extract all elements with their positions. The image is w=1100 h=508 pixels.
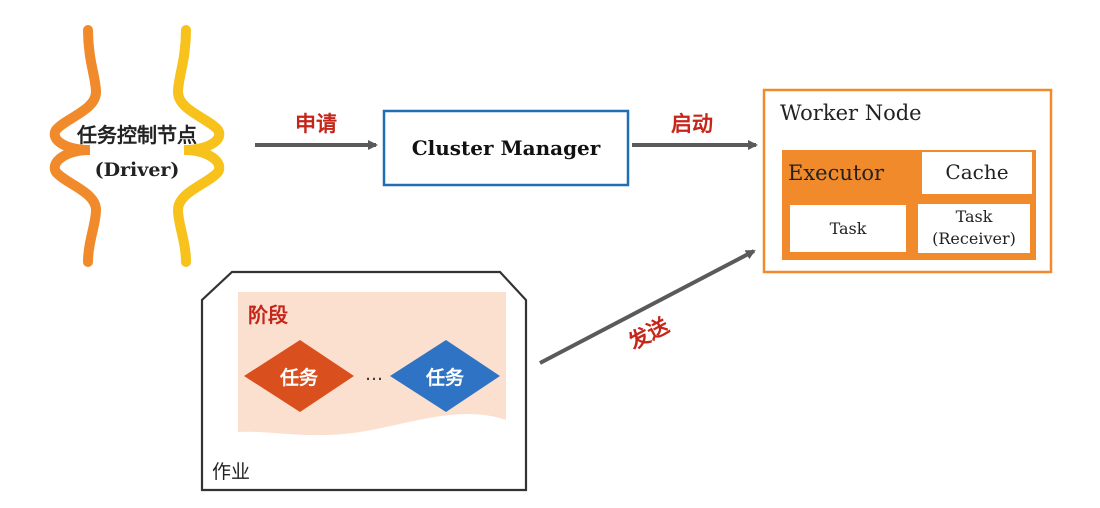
cluster-manager-node: Cluster Manager: [382, 109, 630, 187]
launch-arrow: 启动: [632, 112, 758, 150]
task-box: [790, 205, 906, 252]
job-label: 作业: [212, 461, 250, 483]
left-brace-orange: [49, 25, 102, 267]
driver-subtitle: (Driver): [95, 159, 180, 181]
launch-label: 启动: [671, 112, 713, 136]
worker-node: Worker Node Executor Cache Task Task (Re…: [762, 88, 1053, 274]
driver-title: 任务控制节点: [76, 123, 197, 147]
executor-label: Executor: [788, 161, 885, 185]
receiver-task-box: [918, 204, 1030, 253]
task-diamond-left: [244, 340, 354, 412]
task-diamond-right-label: 任务: [425, 366, 465, 389]
apply-arrow: 申请: [255, 112, 378, 150]
send-arrow-line: [539, 249, 756, 365]
cache-label: Cache: [945, 160, 1008, 184]
cluster-manager-label: Cluster Manager: [412, 136, 601, 160]
job-node: 阶段 任务 … 任务 作业: [200, 270, 528, 492]
driver-node: 任务控制节点 (Driver): [49, 25, 225, 267]
task-ellipsis: …: [365, 364, 383, 385]
task-diamond-left-label: 任务: [279, 366, 319, 389]
cluster-manager-box: [382, 109, 630, 187]
receiver-task-label-line1: Task: [956, 207, 993, 226]
apply-label: 申请: [295, 112, 337, 136]
cache-box: [922, 152, 1032, 194]
send-arrow: 发送: [539, 249, 756, 365]
stage-label: 阶段: [248, 303, 288, 327]
task-diamond-right: [390, 340, 500, 412]
receiver-task-label-line2: (Receiver): [932, 229, 1016, 248]
worker-node-title: Worker Node: [780, 101, 922, 125]
send-label: 发送: [624, 313, 674, 355]
right-brace-yellow: [172, 25, 225, 267]
task-label: Task: [830, 219, 867, 238]
